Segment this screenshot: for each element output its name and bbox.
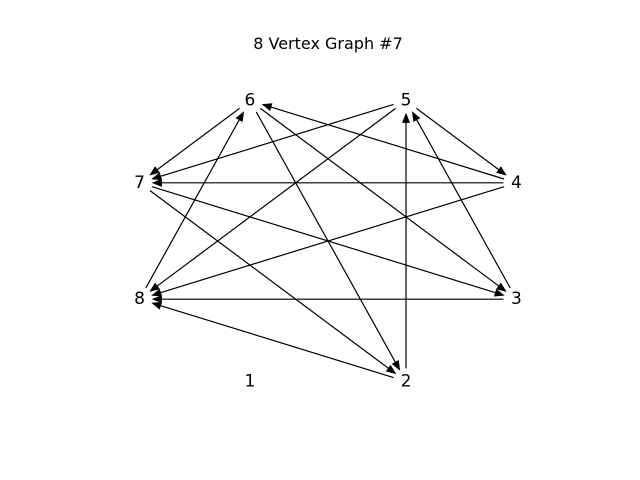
arrowhead-icon	[493, 288, 505, 297]
edge-line	[154, 107, 240, 172]
edge-4-to-7	[151, 178, 504, 187]
edge-4-to-6	[261, 103, 505, 180]
arrowhead-icon	[261, 103, 273, 112]
node-6: 6	[245, 91, 256, 111]
edge-6-to-2	[255, 111, 401, 371]
edge-7-to-3	[151, 186, 505, 297]
arrowhead-icon	[402, 112, 411, 123]
edge-6-to-3	[260, 107, 507, 292]
edge-line	[145, 116, 242, 289]
edge-line	[149, 190, 392, 371]
node-1: 1	[245, 371, 256, 391]
arrowhead-icon	[496, 282, 507, 292]
edge-6-to-7	[149, 107, 240, 176]
arrowhead-icon	[149, 282, 160, 292]
edge-5-to-8	[149, 107, 396, 292]
node-4: 4	[511, 173, 522, 193]
edge-8-to-6	[145, 111, 245, 289]
arrowhead-icon	[151, 301, 163, 310]
edge-line	[151, 186, 499, 295]
edge-line	[414, 116, 511, 289]
edge-4-to-8	[151, 186, 505, 297]
node-5: 5	[401, 91, 412, 111]
edge-2-to-5	[402, 112, 411, 369]
edge-2-to-8	[151, 301, 394, 379]
edge-line	[416, 107, 502, 172]
edge-7-to-2	[149, 190, 397, 375]
arrowhead-icon	[151, 295, 162, 304]
edge-line	[267, 105, 505, 180]
edge-5-to-4	[416, 107, 507, 176]
arrowhead-icon	[151, 172, 163, 181]
arrowhead-icon	[496, 166, 507, 176]
graph-title: 8 Vertex Graph #7	[253, 34, 403, 53]
arrowhead-icon	[385, 364, 397, 375]
edge-line	[157, 186, 505, 295]
arrowhead-icon	[411, 111, 421, 123]
node-3: 3	[511, 289, 522, 309]
edge-5-to-7	[151, 103, 394, 181]
edge-line	[260, 107, 502, 289]
edges-layer	[145, 103, 511, 379]
edge-line	[255, 111, 398, 366]
edge-3-to-5	[411, 111, 511, 289]
arrowhead-icon	[151, 178, 162, 187]
node-7: 7	[134, 173, 145, 193]
node-2: 2	[401, 371, 412, 391]
arrowhead-icon	[391, 359, 401, 371]
node-8: 8	[134, 289, 145, 309]
arrowhead-icon	[149, 166, 160, 176]
edge-line	[154, 107, 396, 289]
edge-3-to-8	[151, 295, 504, 304]
edge-line	[157, 304, 394, 379]
arrowhead-icon	[235, 111, 245, 123]
arrowhead-icon	[151, 288, 163, 297]
nodes-layer: 1 2 3 4 5 6 7 8	[134, 91, 522, 392]
edge-line	[157, 103, 394, 178]
